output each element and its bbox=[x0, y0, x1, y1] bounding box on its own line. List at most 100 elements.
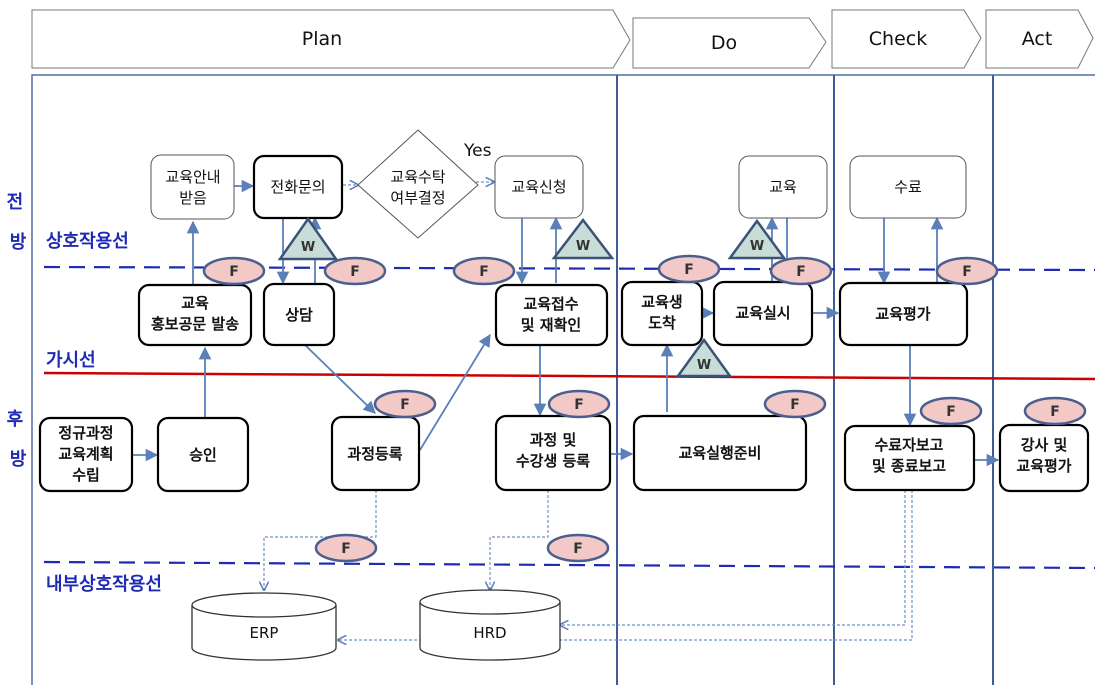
f-marker-label: F bbox=[1050, 404, 1060, 420]
node-decide-text: 교육수탁 bbox=[390, 168, 445, 186]
lane-back-char1: 후 bbox=[7, 409, 24, 430]
node-promo-text: 교육 bbox=[181, 294, 209, 312]
phase-plan-chevron bbox=[31, 9, 631, 69]
diagram-frame bbox=[31, 74, 1095, 685]
w-marker-label: W bbox=[750, 239, 764, 254]
lane-labels: 전 방 상호작용선 가시선 후 방 내부상호작용선 bbox=[7, 192, 162, 595]
phase-plan-label: Plan bbox=[302, 28, 342, 50]
phase-check-chevron bbox=[831, 9, 982, 69]
db-hrd-body bbox=[419, 602, 561, 661]
f-marker: F bbox=[452, 256, 516, 286]
f-marker-label: F bbox=[574, 397, 584, 413]
node-plan-text: 정규과정 bbox=[58, 424, 113, 442]
node-approve-label: 승인 bbox=[189, 446, 217, 464]
node-label-line: 교육평가 bbox=[1016, 457, 1071, 475]
node-edu-label: 교육 bbox=[769, 178, 797, 196]
node-exec-label: 교육실시 bbox=[735, 304, 790, 322]
phase-act-label: Act bbox=[1022, 28, 1053, 50]
node-label-line: 수립 bbox=[72, 466, 100, 484]
f-marker-label: F bbox=[796, 264, 806, 280]
db-erp: ERP bbox=[191, 592, 337, 661]
lane-front-label: 전 방 bbox=[7, 192, 30, 253]
lane-front-char1: 전 bbox=[7, 192, 24, 213]
node-label-line: 및 종료보고 bbox=[872, 457, 946, 475]
node-report-text: 수료자보고 bbox=[874, 436, 943, 454]
f-marker-label: F bbox=[684, 262, 694, 278]
f-marker: F bbox=[546, 533, 610, 563]
f-marker-label: F bbox=[350, 264, 360, 280]
node-register-label: 과정등록 bbox=[347, 445, 402, 463]
node-consult-box bbox=[262, 282, 336, 347]
node-instr-box bbox=[998, 423, 1090, 493]
databases: ERP HRD bbox=[191, 589, 561, 661]
f-marker: F bbox=[547, 389, 611, 419]
node-phone-box bbox=[252, 154, 344, 220]
flow-arrows bbox=[132, 182, 1000, 640]
w-marker: W bbox=[675, 337, 733, 378]
node-eval-label: 교육평가 bbox=[875, 305, 930, 323]
node-label-line: 수강생 등록 bbox=[516, 452, 590, 470]
w-marker: W bbox=[277, 216, 339, 261]
phase-header: Plan Do Check Act bbox=[31, 9, 1094, 69]
node-label-line: 및 재확인 bbox=[521, 316, 581, 334]
w-marker: W bbox=[727, 218, 787, 260]
node-approve-box bbox=[156, 416, 250, 493]
arrow-report-to-hrd bbox=[560, 490, 906, 625]
f-marker: F bbox=[657, 254, 721, 284]
node-receipt-text: 교육접수 bbox=[523, 295, 578, 313]
internal-interaction-line bbox=[43, 560, 1095, 570]
node-arrive-text: 교육생 bbox=[641, 293, 682, 311]
node-label-line: 홍보공문 발송 bbox=[151, 315, 239, 333]
node-receipt-box bbox=[494, 283, 609, 347]
f-marker: F bbox=[769, 256, 833, 286]
arrow-register-to-receipt bbox=[419, 333, 491, 451]
node-eval-box bbox=[838, 281, 969, 347]
node-instr-text: 강사 및 bbox=[1021, 436, 1068, 454]
node-report-box bbox=[843, 424, 976, 492]
f-marker: F bbox=[373, 389, 437, 419]
phase-check-label: Check bbox=[869, 28, 927, 50]
db-hrd-label: HRD bbox=[473, 624, 506, 642]
phase-act-chevron bbox=[985, 9, 1094, 69]
db-erp-label: ERP bbox=[250, 624, 279, 642]
w-marker-label: W bbox=[697, 358, 711, 373]
f-marker: F bbox=[919, 396, 983, 426]
lane-back-label: 후 방 bbox=[7, 409, 30, 470]
node-consult-label: 상담 bbox=[285, 306, 313, 324]
node-course-reg-box bbox=[494, 414, 612, 492]
node-complete-label: 수료 bbox=[894, 178, 922, 196]
node-prep-box bbox=[632, 414, 808, 492]
db-erp-body bbox=[191, 605, 337, 661]
f-marker: F bbox=[763, 389, 827, 419]
node-label-line: 교육계획 bbox=[58, 445, 113, 463]
arrow-register-to-erp bbox=[264, 490, 377, 590]
f-marker: F bbox=[323, 256, 387, 286]
visibility-line bbox=[43, 371, 1095, 381]
node-register-box bbox=[330, 415, 421, 492]
db-hrd: HRD bbox=[419, 589, 561, 661]
lane-front-char2: 방 bbox=[10, 232, 27, 253]
w-marker-label: W bbox=[576, 239, 590, 254]
arrow-consult-to-register bbox=[304, 344, 376, 414]
w-markers: W W W W bbox=[277, 216, 787, 378]
node-exec-box bbox=[712, 280, 814, 347]
node-prep-label: 교육실행준비 bbox=[679, 444, 762, 462]
node-course-reg-text: 과정 및 bbox=[530, 431, 577, 449]
visibility-line-label: 가시선 bbox=[46, 350, 96, 371]
yes-label: Yes bbox=[463, 141, 492, 161]
f-marker: F bbox=[935, 256, 999, 286]
node-notice-text: 교육안내 bbox=[165, 168, 220, 186]
f-marker: F bbox=[314, 533, 378, 563]
f-marker-label: F bbox=[946, 404, 956, 420]
interaction-line-label: 상호작용선 bbox=[46, 231, 129, 252]
node-edu-box bbox=[738, 155, 828, 219]
f-marker-label: F bbox=[573, 541, 583, 557]
